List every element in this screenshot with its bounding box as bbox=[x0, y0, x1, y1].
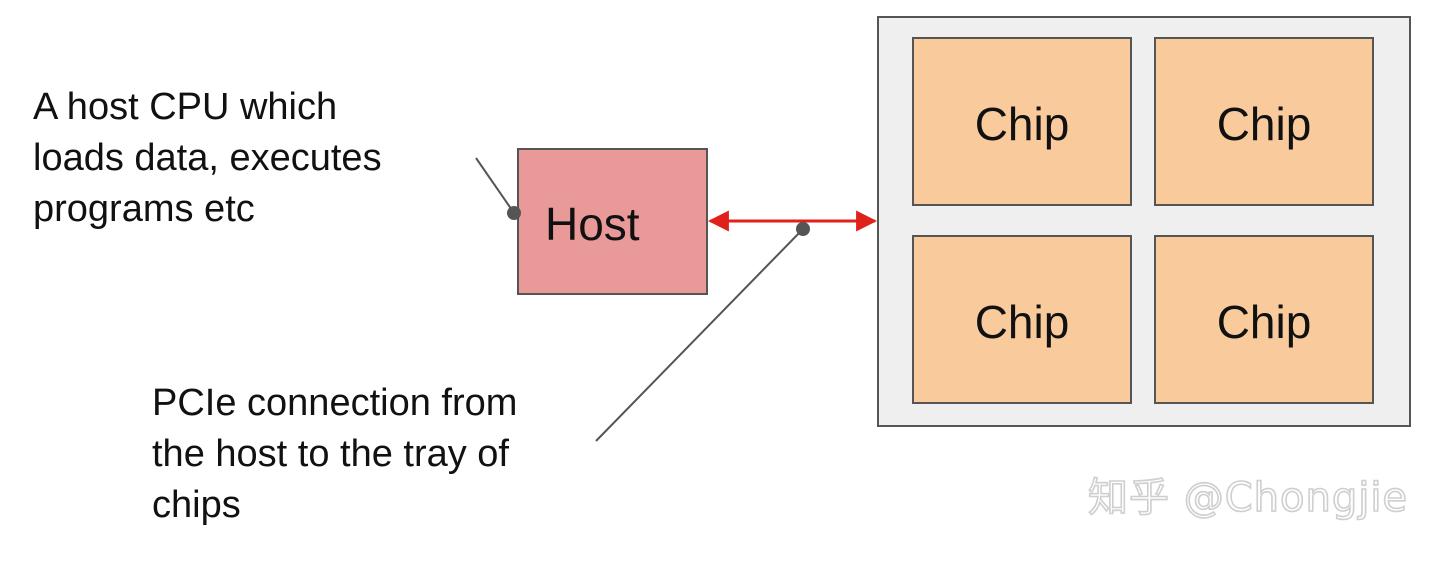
host-annotation-line: A host CPU which bbox=[33, 86, 338, 128]
chip-top-right bbox=[1154, 37, 1374, 206]
pcie-annotation: PCIe connection from the host to the tra… bbox=[152, 378, 517, 531]
pcie-annotation-line: chips bbox=[152, 484, 241, 526]
host-annotation-line: programs etc bbox=[33, 188, 255, 230]
chip-bottom-left bbox=[912, 235, 1132, 404]
chip-top-left bbox=[912, 37, 1132, 206]
chip-label: Chip bbox=[1217, 296, 1312, 348]
chip-bottom-right bbox=[1154, 235, 1374, 404]
host-callout-dot bbox=[507, 206, 521, 220]
host-callout-line bbox=[475, 157, 515, 214]
chip-label: Chip bbox=[1217, 98, 1312, 150]
host-box bbox=[517, 148, 708, 295]
host-annotation: A host CPU which loads data, executes pr… bbox=[33, 82, 382, 235]
host-label: Host bbox=[545, 198, 640, 250]
chip-label: Chip bbox=[975, 296, 1070, 348]
watermark: 知乎 @Chongjie bbox=[1087, 474, 1409, 522]
pcie-callout-dot bbox=[796, 222, 810, 236]
chip-label: Chip bbox=[975, 98, 1070, 150]
host-annotation-line: loads data, executes bbox=[33, 137, 382, 179]
pcie-callout-line bbox=[595, 228, 804, 442]
pcie-annotation-line: PCIe connection from bbox=[152, 382, 518, 424]
pcie-annotation-line: the host to the tray of bbox=[152, 433, 509, 475]
